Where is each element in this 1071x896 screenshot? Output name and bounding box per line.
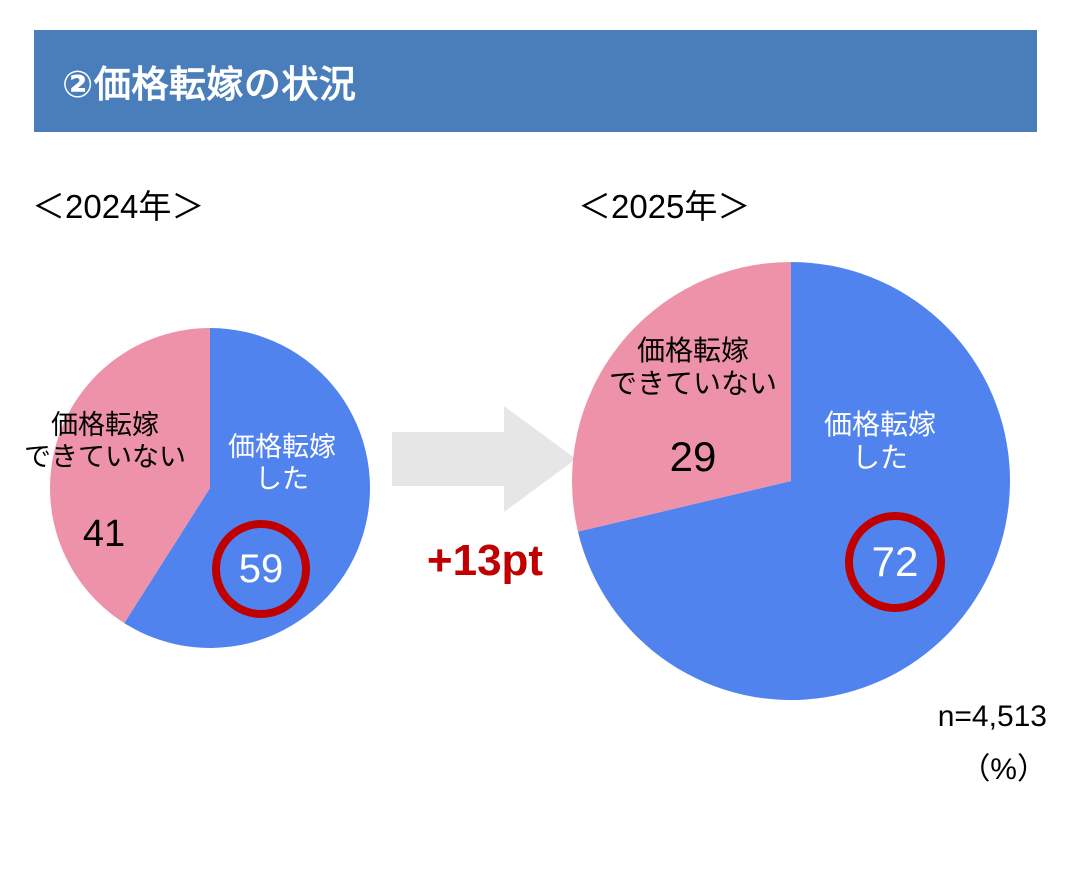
pie-chart-2024	[50, 328, 370, 648]
delta-change-label: +13pt	[426, 536, 544, 585]
year-caption-2025: ＜2025年＞	[578, 188, 751, 225]
year-caption-2024: ＜2024年＞	[32, 188, 205, 225]
section-header-banner: ②価格転嫁の状況	[34, 30, 1037, 132]
highlight-circle-2024: 59	[212, 520, 310, 618]
pie-chart-2025-svg	[572, 262, 1010, 700]
right-arrow-icon	[392, 404, 576, 514]
page-title: ②価格転嫁の状況	[62, 64, 357, 105]
highlight-circle-2025: 72	[845, 512, 945, 612]
sample-size-note: n=4,513	[937, 700, 1047, 733]
pie-chart-2024-svg	[50, 328, 370, 648]
pie-slice-pink-2025	[572, 262, 791, 532]
unit-note: （%）	[960, 753, 1047, 786]
pie-slice-pink-2024	[50, 328, 211, 624]
pie-chart-2025	[572, 262, 1010, 700]
right-arrow-svg	[392, 406, 576, 512]
